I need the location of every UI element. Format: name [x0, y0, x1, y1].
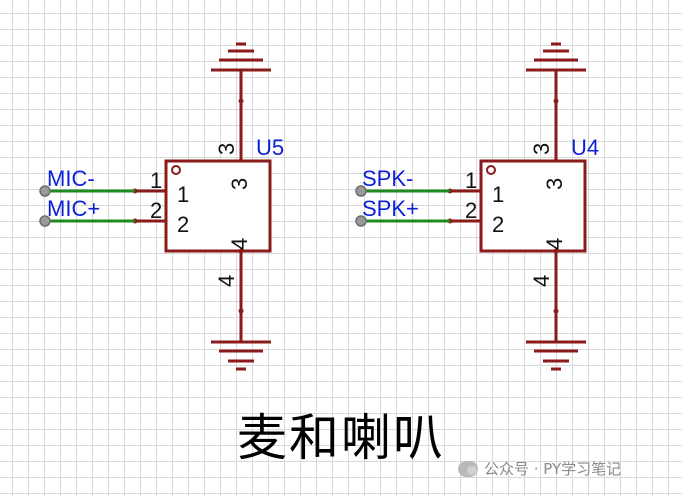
pin3-inner-label-u4: 3 — [542, 178, 567, 190]
pin1-marker — [171, 165, 181, 175]
component-body-u4[interactable] — [479, 159, 587, 253]
pin2-inner-label-u4: 2 — [492, 212, 504, 237]
ground-symbol-top-u5 — [211, 42, 271, 72]
pin4-outer-label-u5: 4 — [214, 275, 239, 287]
ground-symbol-top-u4 — [526, 42, 586, 72]
pin4-inner-label-u5: 4 — [227, 238, 252, 250]
pin1-outer-label-u5: 1 — [150, 168, 162, 193]
junction-dot — [553, 248, 559, 254]
pin1-outer-label-u4: 1 — [465, 168, 477, 193]
watermark: 公众号 · PY学习笔记 — [458, 458, 621, 479]
pin3-outer-label-u5: 3 — [214, 143, 239, 155]
pin3-outer-label-u4: 3 — [529, 143, 554, 155]
net-port-mic-minus[interactable] — [39, 185, 51, 197]
pin1-inner-label-u4: 1 — [492, 182, 504, 207]
ground-symbol-bottom-u4 — [526, 340, 586, 371]
junction-dot — [238, 308, 244, 314]
junction-dot — [238, 98, 244, 104]
pin4-outer-label-u4: 4 — [529, 275, 554, 287]
junction-dot — [238, 248, 244, 254]
net-label-mic-minus: MIC- — [47, 166, 95, 191]
net-label-mic-plus: MIC+ — [47, 196, 100, 221]
component-body-u5[interactable] — [164, 159, 272, 253]
wechat-icon — [458, 460, 478, 477]
net-port-spk-plus[interactable] — [355, 215, 367, 227]
net-label-spk-minus: SPK- — [362, 166, 413, 191]
junction-dot — [553, 98, 559, 104]
ground-symbol-bottom-u5 — [211, 340, 271, 371]
ref-designator-u5: U5 — [256, 135, 284, 160]
pin2-outer-label-u4: 2 — [465, 198, 477, 223]
ref-designator-u4: U4 — [571, 135, 599, 160]
pin1-inner-label-u5: 1 — [177, 182, 189, 207]
pin4-inner-label-u4: 4 — [542, 238, 567, 250]
component-u4[interactable]: U4 3 3 4 4 1 1 2 2 SPK- SPK+ — [355, 42, 599, 371]
diagram-caption: 麦和喇叭 — [237, 409, 445, 467]
pin2-inner-label-u5: 2 — [177, 212, 189, 237]
pin1-marker — [486, 165, 496, 175]
component-u5[interactable]: U5 3 3 4 4 1 1 2 2 MIC- MIC+ — [39, 42, 284, 371]
watermark-text: 公众号 · PY学习笔记 — [484, 460, 622, 478]
pin3-inner-label-u5: 3 — [227, 178, 252, 190]
net-label-spk-plus: SPK+ — [362, 196, 419, 221]
net-port-mic-plus[interactable] — [39, 215, 51, 227]
pin2-outer-label-u5: 2 — [150, 198, 162, 223]
net-port-spk-minus[interactable] — [355, 185, 367, 197]
junction-dot — [553, 308, 559, 314]
